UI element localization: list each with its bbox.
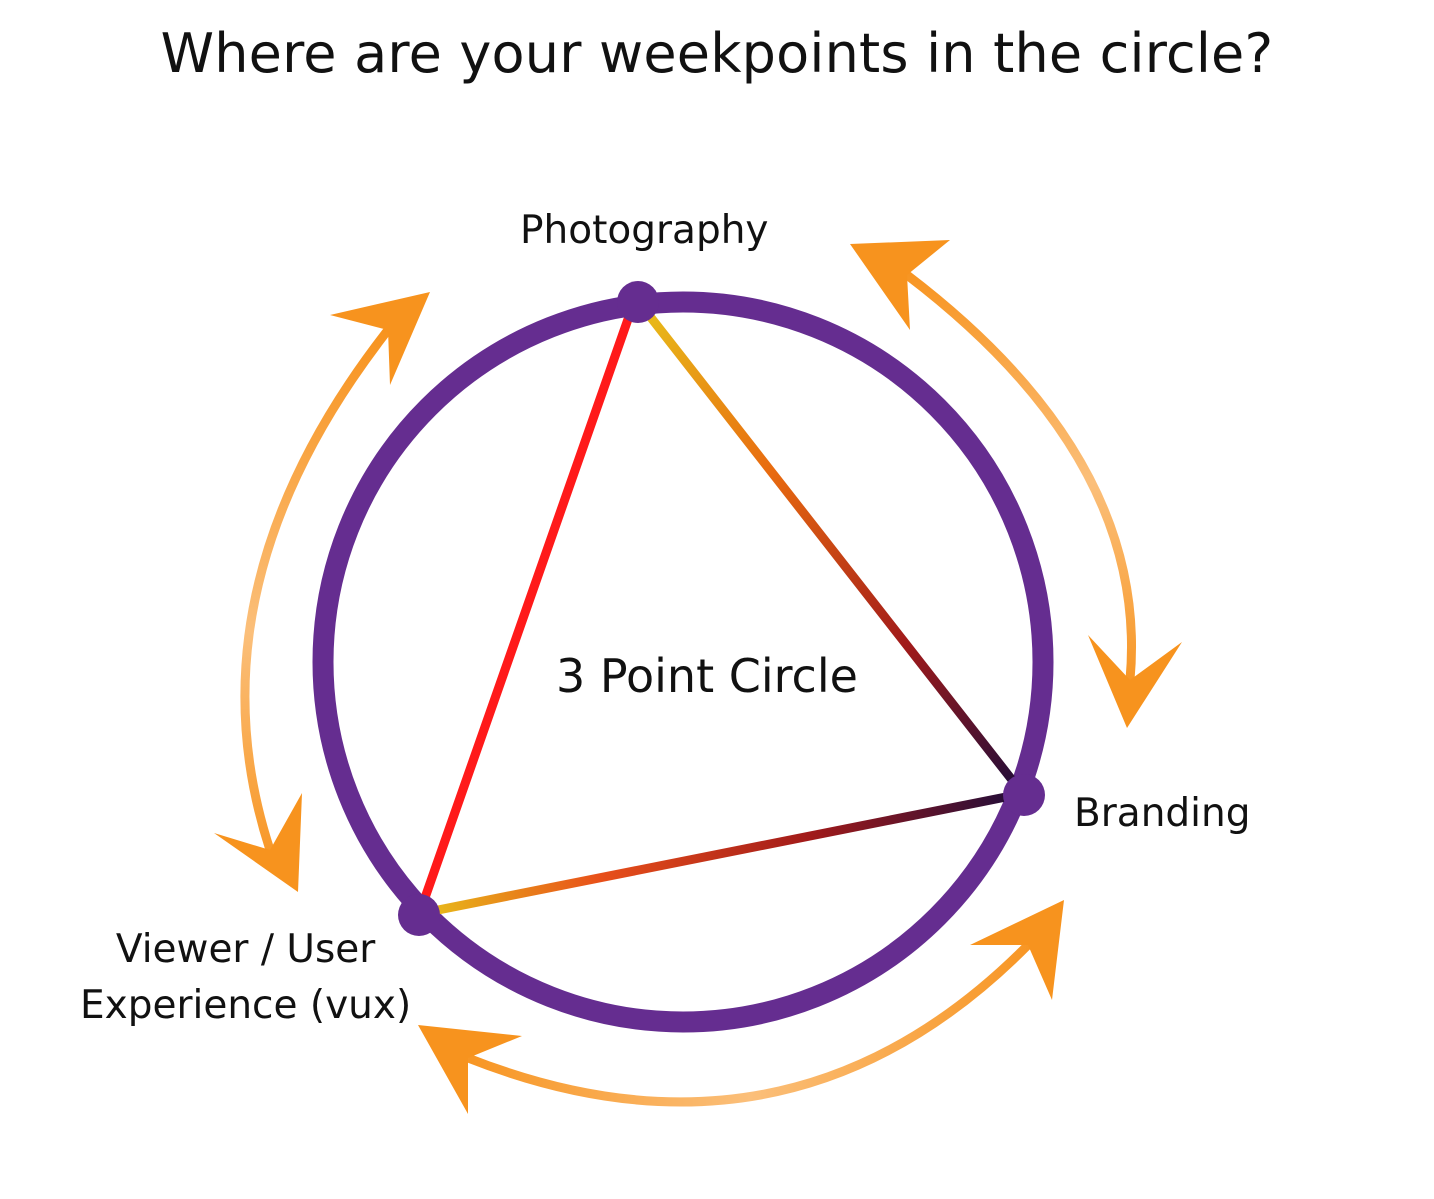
center-label: 3 Point Circle <box>556 649 858 703</box>
node-branding <box>1003 774 1045 816</box>
arrow-right <box>850 240 1182 728</box>
arrowhead-right-bottom <box>1088 635 1182 728</box>
arrowhead-bottom-right <box>970 900 1064 1000</box>
edge-photography-branding <box>640 305 1021 790</box>
arrowhead-left-bottom <box>214 793 302 892</box>
main-circle <box>312 291 1054 1033</box>
viewer-experience-label: Viewer / User Experience (vux) <box>80 922 411 1034</box>
arrowhead-right-top <box>850 240 950 330</box>
viewer-label-line2: Experience (vux) <box>80 983 412 1028</box>
photography-label: Photography <box>520 208 769 253</box>
branding-label: Branding <box>1074 791 1251 836</box>
node-viewer <box>398 894 440 936</box>
arrow-left <box>214 292 430 892</box>
diagram-title: Where are your weekpoints in the circle? <box>160 22 1274 85</box>
arrowhead-left-top <box>330 292 430 385</box>
edge-viewer-branding <box>423 790 1021 917</box>
viewer-label-line1: Viewer / User <box>115 927 376 972</box>
arrowhead-bottom-left <box>418 1025 522 1114</box>
arrow-bottom <box>418 900 1064 1114</box>
node-photography <box>617 281 659 323</box>
edge-photography-viewer <box>415 300 638 917</box>
